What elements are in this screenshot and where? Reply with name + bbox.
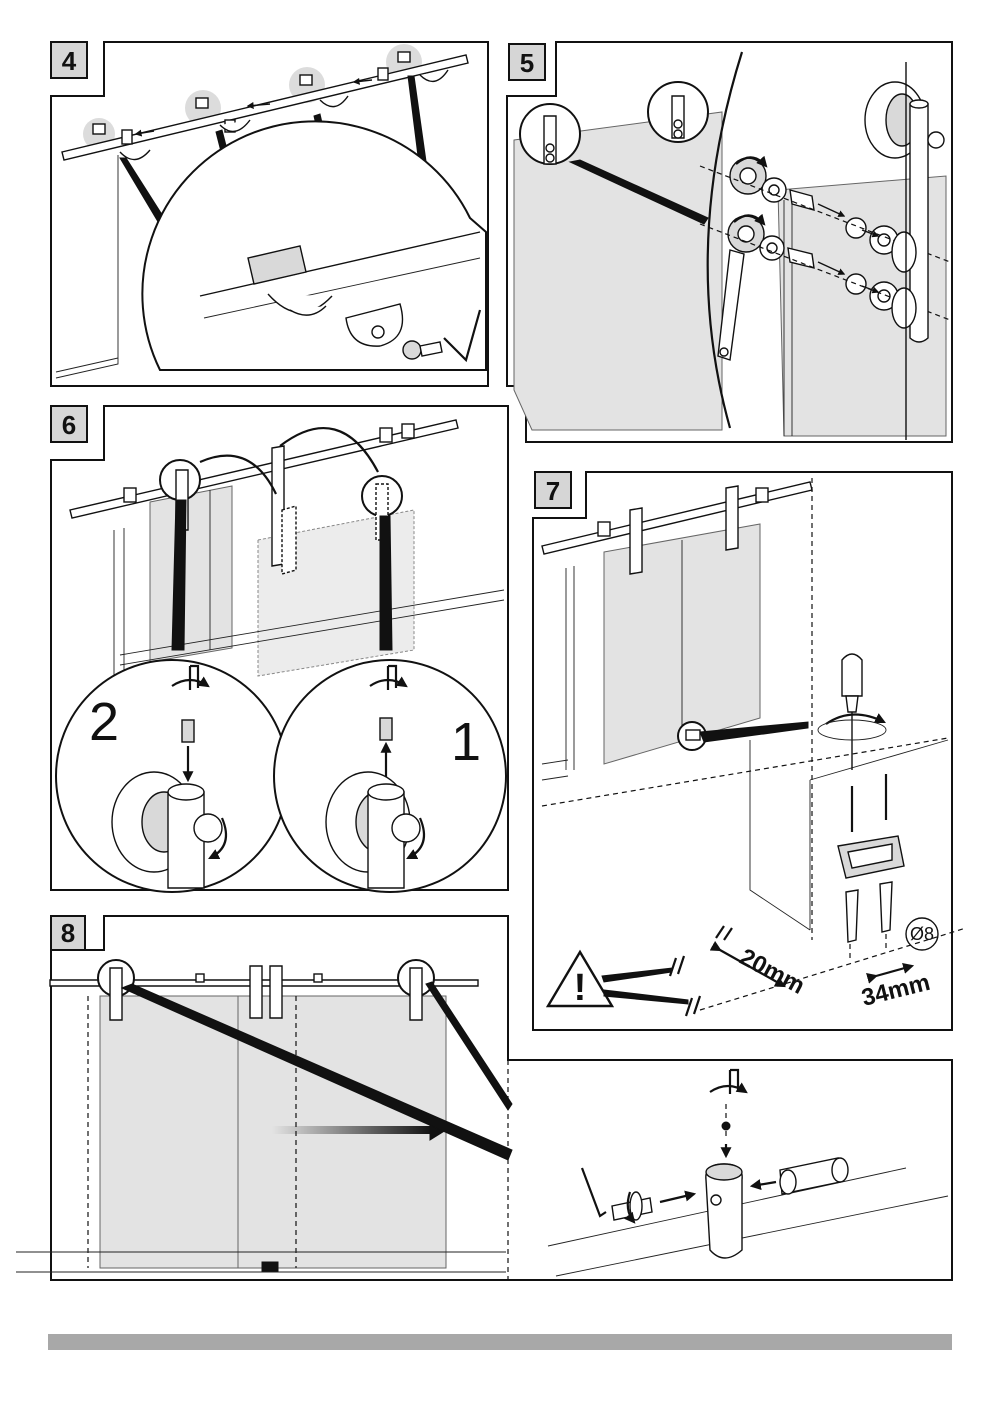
hex-key-icon: [443, 309, 482, 363]
step-4-panel: 4: [50, 41, 489, 387]
rotate-arrow-icon: [735, 155, 768, 168]
step-6-panel: 6 2: [50, 405, 509, 893]
step-7-badge: [534, 471, 572, 509]
warning-symbol: !: [574, 967, 587, 1009]
order-number-2: 2: [89, 692, 119, 752]
step-8-panel: 8: [16, 915, 953, 1281]
step-4-detail-lens: [141, 120, 487, 371]
drill-diameter-label: Ø8: [910, 924, 934, 944]
wall-anchor-icon: [879, 881, 893, 933]
rotate-arrow-icon: [369, 676, 408, 688]
hex-key-icon: [580, 1167, 607, 1218]
footer-bar: [48, 1334, 952, 1350]
set-screw-icon: [402, 340, 422, 360]
hanger-hardware-exploded: [699, 62, 951, 440]
step-5-badge: [508, 43, 546, 81]
warning-triangle-icon: !: [545, 949, 615, 1009]
slide-direction-arrow: [272, 1126, 432, 1134]
step-6-detail-1: 1: [273, 659, 507, 893]
step-7-number: 7: [546, 476, 560, 506]
step-7-panel: 7: [532, 471, 967, 1031]
grub-screw-icon: [181, 719, 195, 743]
step-4-number: 4: [62, 46, 77, 76]
step-8-badge: [50, 915, 86, 951]
rotate-arrow-icon: [733, 213, 766, 226]
order-number-1: 1: [451, 712, 481, 772]
step-8-number: 8: [61, 918, 75, 948]
step-4-badge: [50, 41, 88, 79]
rotate-arrow-icon: [825, 713, 886, 725]
rotate-arrow-icon: [709, 1082, 748, 1094]
step-6-detail-2: 2: [55, 659, 289, 893]
screwdriver-icon: [817, 653, 887, 770]
end-stop-detail: [547, 1068, 949, 1277]
step-5-number: 5: [520, 48, 534, 78]
step-6-badge: [50, 405, 88, 443]
spanner-wrench-icon: [717, 249, 745, 361]
rail-brackets: [92, 51, 449, 161]
wall-anchor-icon: [845, 889, 859, 943]
rotate-arrow-icon: [171, 676, 210, 688]
step-5-panel: 5: [506, 41, 953, 443]
step-6-number: 6: [62, 410, 76, 440]
grub-screw-icon: [379, 717, 393, 741]
